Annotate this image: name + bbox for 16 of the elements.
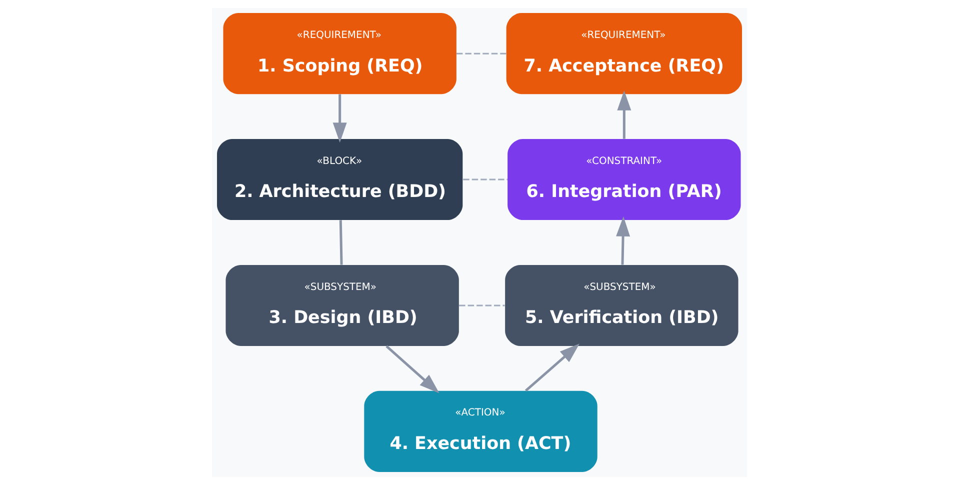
node-box: «BLOCK» 2. Architecture (BDD) [217, 139, 463, 220]
arrow [524, 344, 580, 392]
connector [456, 52, 506, 54]
connector [463, 178, 508, 180]
node-box: «SUBSYSTEM» 5. Verification (IBD) [505, 264, 738, 346]
arrow [386, 345, 440, 394]
arrow [617, 90, 632, 139]
connector [459, 304, 505, 306]
node-box: «SUBSYSTEM» 3. Design (IBD) [226, 264, 459, 346]
node-box: «ACTION» 4. Execution (ACT) [364, 390, 598, 472]
arrow [332, 94, 347, 143]
arrow [616, 216, 630, 265]
connector [339, 220, 343, 265]
node-box: «REQUIREMENT» 7. Acceptance (REQ) [506, 13, 742, 94]
node-box: «CONSTRAINT» 6. Integration (PAR) [508, 139, 741, 220]
node-box: «REQUIREMENT» 1. Scoping (REQ) [223, 13, 456, 94]
